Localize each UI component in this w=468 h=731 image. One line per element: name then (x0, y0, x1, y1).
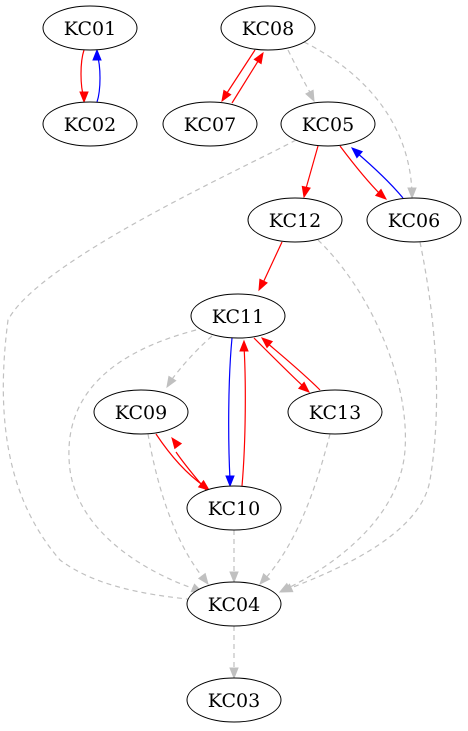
arrowhead-icon (301, 185, 311, 199)
edge-kc04-to-kc03 (229, 626, 239, 680)
arrowhead-icon (229, 571, 239, 584)
edge-kc07-to-kc08 (231, 51, 264, 104)
node-label-kc01: KC01 (64, 18, 116, 40)
node-kc05[interactable]: KC05 (280, 101, 376, 147)
arrowhead-icon (171, 436, 183, 450)
arrowhead-icon (350, 147, 364, 159)
arrowhead-icon (92, 48, 102, 61)
arrowhead-icon (221, 89, 232, 103)
edge-line (285, 241, 438, 591)
node-label-kc04: KC04 (208, 594, 260, 616)
node-label-kc03: KC03 (208, 690, 260, 712)
edge-line (68, 329, 199, 591)
node-label-kc06: KC06 (388, 210, 440, 232)
arrowhead-icon (305, 89, 315, 103)
edge-kc11-to-kc13 (253, 337, 311, 393)
edge-kc13-to-kc11 (260, 337, 321, 391)
edge-line (241, 345, 246, 487)
edge-line (155, 433, 205, 487)
edge-kc09-to-kc04 (147, 433, 209, 586)
node-kc08[interactable]: KC08 (220, 5, 316, 51)
edge-line (169, 335, 213, 383)
edge-line (228, 337, 233, 481)
node-label-kc05: KC05 (302, 114, 354, 136)
edge-line (304, 145, 319, 193)
edge-line (2, 139, 297, 601)
arrowhead-icon (297, 381, 311, 393)
arrowhead-icon (253, 51, 264, 65)
edge-kc09-to-kc10 (155, 433, 211, 491)
arrowhead-icon (197, 479, 211, 491)
node-kc04[interactable]: KC04 (186, 581, 282, 627)
arrowhead-icon (258, 278, 268, 292)
node-kc01[interactable]: KC01 (42, 5, 138, 51)
node-label-kc02: KC02 (64, 114, 116, 136)
node-kc11[interactable]: KC11 (190, 293, 286, 339)
edge-line (283, 239, 407, 591)
arrowhead-icon (407, 187, 417, 200)
node-label-kc10: KC10 (208, 498, 260, 520)
node-label-kc08: KC08 (242, 18, 294, 40)
node-kc09[interactable]: KC09 (93, 389, 189, 435)
edge-kc10-to-kc11 (239, 339, 249, 487)
arrowhead-icon (225, 475, 235, 488)
edge-kc10-to-kc04 (229, 530, 239, 584)
edge-line (80, 49, 85, 99)
edge-layer (2, 41, 438, 680)
edge-line (261, 241, 283, 286)
arrowhead-icon (280, 583, 294, 593)
node-kc10[interactable]: KC10 (186, 485, 282, 531)
edge-kc10-to-kc09 (171, 436, 207, 491)
arrowhead-icon (260, 337, 274, 349)
edge-kc08-to-kc07 (221, 49, 256, 103)
edge-kc06-to-kc05 (350, 147, 404, 199)
edge-line (96, 53, 101, 103)
arrowhead-icon (259, 572, 271, 586)
edge-line (265, 341, 321, 391)
node-kc06[interactable]: KC06 (366, 197, 462, 243)
edge-kc08-to-kc05 (287, 49, 315, 103)
node-label-kc13: KC13 (309, 402, 361, 424)
node-label-kc09: KC09 (115, 402, 167, 424)
node-label-kc07: KC07 (184, 114, 236, 136)
edge-kc01-to-kc02 (79, 49, 89, 104)
node-label-kc11: KC11 (212, 306, 264, 328)
node-kc13[interactable]: KC13 (287, 389, 383, 435)
node-layer: KC01 KC02 KC08 KC07 KC05 KC12 KC06 KC11 (42, 5, 462, 723)
node-kc03[interactable]: KC03 (186, 677, 282, 723)
edge-kc05-to-kc12 (301, 145, 319, 199)
edge-line (339, 145, 383, 197)
edge-line (231, 57, 261, 104)
arrowhead-icon (79, 91, 89, 104)
arrowhead-icon (197, 572, 209, 586)
edge-kc11-to-kc10 (225, 337, 235, 488)
arrowhead-icon (229, 667, 239, 680)
arrowhead-icon (374, 188, 388, 200)
edge-kc05-to-kc04 (2, 139, 297, 604)
arrowhead-icon (239, 339, 249, 352)
edge-line (224, 49, 256, 97)
node-kc12[interactable]: KC12 (247, 197, 343, 243)
edge-line (355, 151, 404, 199)
edge-kc11-to-kc09 (166, 335, 213, 389)
node-kc07[interactable]: KC07 (162, 101, 258, 147)
edge-kc13-to-kc04 (259, 433, 331, 586)
arrowhead-icon (166, 375, 177, 389)
edge-kc06-to-kc04 (280, 241, 438, 593)
edge-kc02-to-kc01 (92, 48, 102, 103)
edge-kc12-to-kc11 (258, 241, 283, 292)
node-label-kc12: KC12 (269, 210, 321, 232)
edge-line (253, 337, 306, 389)
edge-line (287, 49, 313, 97)
node-kc02[interactable]: KC02 (42, 101, 138, 147)
edge-kc08-to-kc06 (303, 41, 417, 200)
edge-kc05-to-kc06 (339, 145, 388, 200)
